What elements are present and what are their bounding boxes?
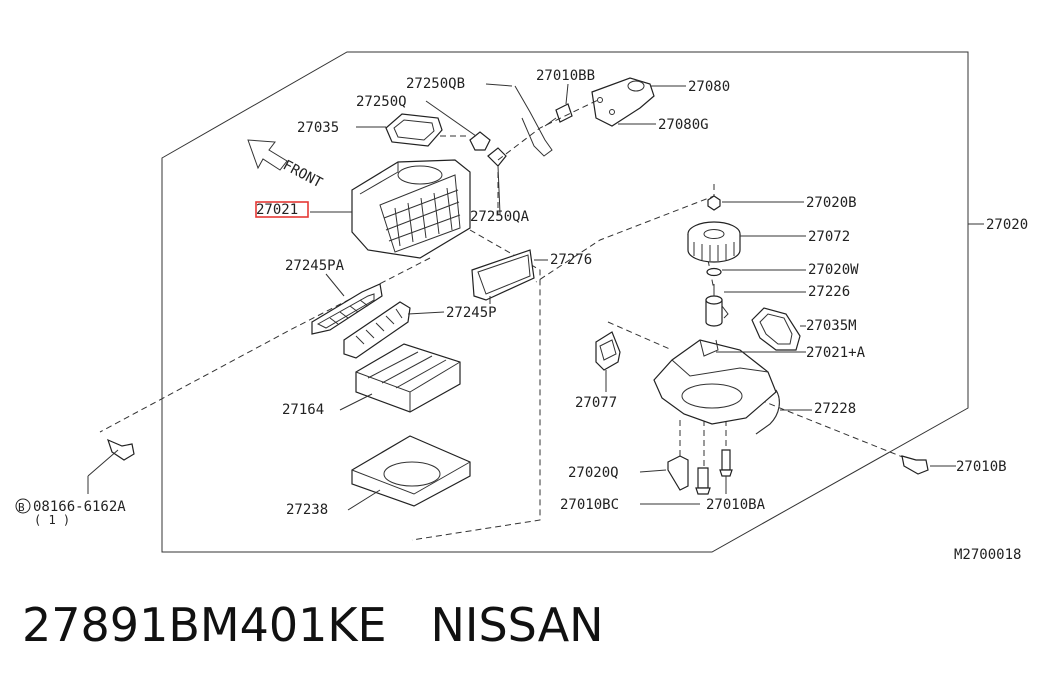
label-27021a[interactable]: 27021+A (806, 345, 866, 361)
label-27276[interactable]: 27276 (550, 252, 592, 268)
label-27020q[interactable]: 27020Q (568, 465, 619, 481)
label-27238[interactable]: 27238 (286, 502, 328, 518)
label-27077[interactable]: 27077 (575, 395, 617, 411)
label-27250q[interactable]: 27250Q (356, 94, 407, 110)
label-27020[interactable]: 27020 (986, 217, 1028, 233)
label-27021[interactable]: 27021 (256, 202, 298, 218)
label-27250qb[interactable]: 27250QB (406, 76, 465, 92)
label-08166: 08166-6162A (33, 499, 126, 515)
label-27245p[interactable]: 27245P (446, 305, 497, 321)
part-caption: 27891BM401KE NISSAN (22, 598, 604, 652)
filter-27164 (355, 343, 461, 413)
hose-27228 (755, 389, 780, 435)
front-label: FRONT (280, 157, 325, 191)
filter-frame-27245p (343, 301, 411, 359)
bolt-08166 (87, 438, 135, 477)
label-27080g[interactable]: 27080G (658, 117, 709, 133)
label-27226[interactable]: 27226 (808, 284, 850, 300)
bolt-27010b (901, 455, 929, 475)
upper-blower-housing (351, 159, 471, 259)
bracket-27250qb (469, 85, 553, 157)
fan-27072 (687, 221, 741, 263)
bolt-prefix: B (18, 501, 25, 514)
resistor-27077 (595, 331, 621, 380)
catalog-number: M2700018 (954, 547, 1021, 563)
label-27010bb[interactable]: 27010BB (536, 68, 595, 84)
door-27276 (471, 249, 535, 304)
label-27072[interactable]: 27072 (808, 229, 850, 245)
label-27020w[interactable]: 27020W (808, 262, 859, 278)
seal-27035 (385, 113, 443, 147)
label-27080[interactable]: 27080 (688, 79, 730, 95)
highlight-box (255, 201, 309, 218)
bolt-circle-icon (15, 498, 31, 514)
part-number: 27891BM401KE (22, 598, 387, 652)
label-27020b[interactable]: 27020B (806, 195, 857, 211)
motor-27226 (705, 284, 729, 327)
label-27010bc[interactable]: 27010BC (560, 497, 619, 513)
actuator-27080 (591, 77, 655, 127)
label-27010b[interactable]: 27010B (956, 459, 1007, 475)
label-27245pa[interactable]: 27245PA (285, 258, 345, 274)
label-27010ba[interactable]: 27010BA (706, 497, 766, 513)
label-27035m[interactable]: 27035M (806, 318, 857, 334)
part-labels: 27250QB 27010BB 27080 27250Q 27080G 2703… (15, 68, 1028, 527)
tray-27238 (351, 435, 471, 507)
bolt-qty: ( 1 ) (34, 513, 70, 527)
leader-lines (87, 83, 984, 511)
diagram-frame (161, 51, 969, 553)
front-arrow-icon (247, 139, 288, 171)
label-08166-group[interactable]: B 08166-6162A ( 1 ) (15, 498, 126, 527)
label-27228[interactable]: 27228 (814, 401, 856, 417)
label-27250qa[interactable]: 27250QA (470, 209, 530, 225)
screw-27010bc (695, 467, 711, 495)
nut-27020b (707, 195, 721, 211)
label-27035[interactable]: 27035 (297, 120, 339, 136)
washer-27020w (706, 267, 722, 277)
seal-27035m (751, 307, 801, 351)
screw-27010ba (719, 449, 733, 477)
dashed-guides-upper (99, 99, 599, 541)
brand-name: NISSAN (430, 598, 604, 652)
clip-27020q (667, 455, 689, 491)
label-27164[interactable]: 27164 (282, 402, 324, 418)
clip-27250qa (487, 147, 507, 167)
filter-frame-27245pa (311, 283, 383, 335)
lower-blower-housing (653, 339, 777, 425)
